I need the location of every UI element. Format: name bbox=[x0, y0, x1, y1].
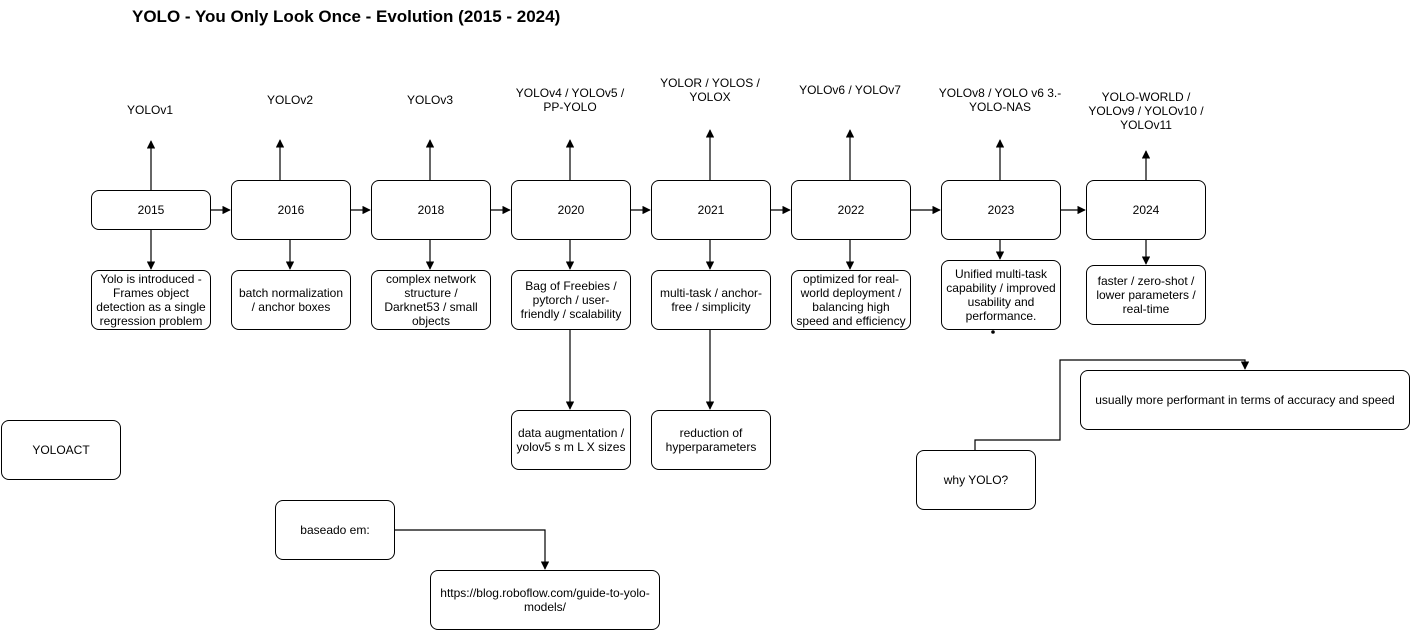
feature-box-2021[interactable]: multi-task / anchor-free / simplicity bbox=[651, 270, 771, 330]
why-answer-box[interactable]: usually more performant in terms of accu… bbox=[1080, 370, 1410, 430]
year-label: 2022 bbox=[837, 203, 865, 217]
year-box-2024[interactable]: 2024 bbox=[1086, 180, 1206, 240]
feature-text: Yolo is introduced - Frames object detec… bbox=[96, 272, 206, 328]
year-box-2016[interactable]: 2016 bbox=[231, 180, 351, 240]
year-label: 2015 bbox=[137, 203, 165, 217]
extra-box-data-augmentation[interactable]: data augmentation / yolov5 s m L X sizes bbox=[511, 410, 631, 470]
arrow-based-on bbox=[395, 529, 550, 570]
yoloact-label: YOLOACT bbox=[32, 443, 90, 457]
year-label: 2016 bbox=[277, 203, 305, 217]
model-label-yolo-world-v9-v10-v11: YOLO-WORLD / YOLOv9 / YOLOv10 / YOLOv11 bbox=[1088, 90, 1204, 132]
feature-box-2016[interactable]: batch normalization / anchor boxes bbox=[231, 270, 351, 330]
feature-text: complex network structure / Darknet53 / … bbox=[384, 272, 478, 328]
year-box-2020[interactable]: 2020 bbox=[511, 180, 631, 240]
based-on-box[interactable]: baseado em: bbox=[275, 500, 395, 560]
year-label: 2024 bbox=[1132, 203, 1160, 217]
feature-box-2018[interactable]: complex network structure / Darknet53 / … bbox=[371, 270, 491, 330]
extra-text: data augmentation / yolov5 s m L X sizes bbox=[516, 426, 626, 454]
feature-box-2015[interactable]: Yolo is introduced - Frames object detec… bbox=[91, 270, 211, 330]
extra-box-hyperparameters[interactable]: reduction of hyperparameters bbox=[651, 410, 771, 470]
feature-box-2020[interactable]: Bag of Freebies / pytorch / user-friendl… bbox=[511, 270, 631, 330]
arrow-why-yolo bbox=[974, 359, 1250, 450]
extra-text: reduction of hyperparameters bbox=[665, 426, 757, 454]
model-label-yolov3: YOLOv3 bbox=[406, 93, 454, 107]
feature-text: Unified multi-task capability / improved… bbox=[946, 267, 1056, 323]
feature-box-2024[interactable]: faster / zero-shot / lower parameters / … bbox=[1086, 265, 1206, 325]
year-label: 2021 bbox=[697, 203, 725, 217]
feature-text: optimized for real-world deployment / ba… bbox=[796, 272, 906, 328]
year-box-2018[interactable]: 2018 bbox=[371, 180, 491, 240]
feature-box-2022[interactable]: optimized for real-world deployment / ba… bbox=[791, 270, 911, 330]
source-url-text: https://blog.roboflow.com/guide-to-yolo-… bbox=[440, 586, 650, 614]
source-url-box[interactable]: https://blog.roboflow.com/guide-to-yolo-… bbox=[430, 570, 660, 630]
why-yolo-box[interactable]: why YOLO? bbox=[916, 450, 1036, 510]
year-box-2022[interactable]: 2022 bbox=[791, 180, 911, 240]
based-on-label: baseado em: bbox=[300, 523, 370, 537]
year-box-2021[interactable]: 2021 bbox=[651, 180, 771, 240]
year-box-2015[interactable]: 2015 bbox=[91, 190, 211, 230]
model-label-yolov8-nas: YOLOv8 / YOLO v6 3.- YOLO-NAS bbox=[938, 86, 1062, 114]
model-label-yolov4-v5-ppyolo: YOLOv4 / YOLOv5 / PP-YOLO bbox=[515, 86, 625, 114]
page-title: YOLO - You Only Look Once - Evolution (2… bbox=[132, 7, 561, 26]
small-dot bbox=[991, 330, 995, 334]
why-answer-text: usually more performant in terms of accu… bbox=[1095, 393, 1395, 407]
why-yolo-label: why YOLO? bbox=[943, 473, 1009, 487]
year-label: 2023 bbox=[987, 203, 1015, 217]
year-box-2023[interactable]: 2023 bbox=[941, 180, 1061, 240]
model-label-yolov2: YOLOv2 bbox=[266, 93, 314, 107]
model-label-yolov1: YOLOv1 bbox=[126, 103, 174, 117]
feature-box-2023[interactable]: Unified multi-task capability / improved… bbox=[941, 260, 1061, 330]
year-label: 2018 bbox=[417, 203, 445, 217]
yoloact-box[interactable]: YOLOACT bbox=[1, 420, 121, 480]
feature-text: faster / zero-shot / lower parameters / … bbox=[1096, 274, 1196, 316]
year-label: 2020 bbox=[557, 203, 585, 217]
feature-text: multi-task / anchor-free / simplicity bbox=[659, 286, 763, 314]
feature-text: Bag of Freebies / pytorch / user-friendl… bbox=[520, 279, 622, 321]
feature-text: batch normalization / anchor boxes bbox=[238, 286, 344, 314]
model-label-yolov6-v7: YOLOv6 / YOLOv7 bbox=[799, 83, 901, 97]
model-label-yolor-yolos-yolox: YOLOR / YOLOS / YOLOX bbox=[660, 76, 760, 104]
